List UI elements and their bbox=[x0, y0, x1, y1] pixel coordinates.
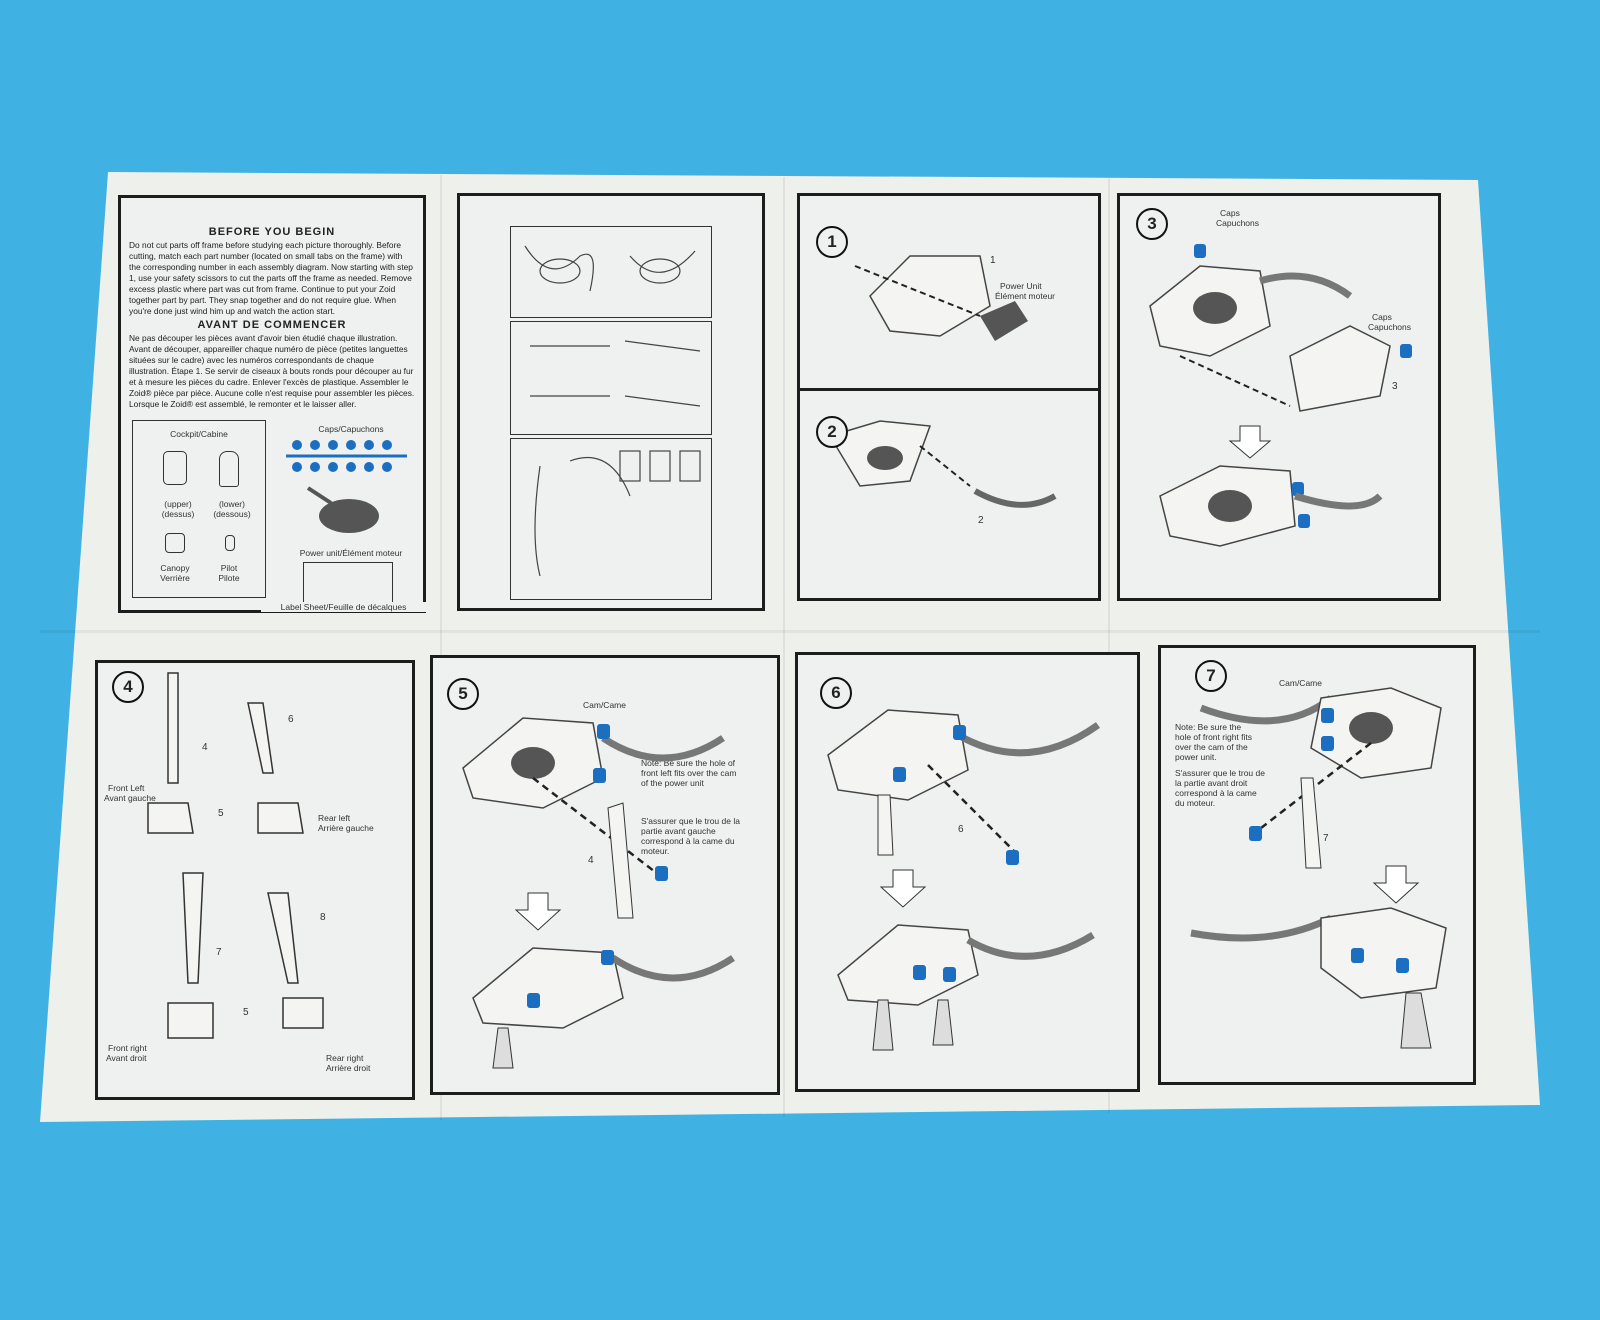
caps-sprue-illustration bbox=[286, 440, 407, 533]
step-6-illustration bbox=[827, 709, 1101, 1051]
front-left-label: Front Left bbox=[108, 783, 145, 793]
panel-divider bbox=[800, 388, 1098, 391]
power-unit-label-fr: Élément moteur bbox=[995, 291, 1055, 301]
intro-body-en: Do not cut parts off frame before studyi… bbox=[129, 240, 413, 316]
front-right-label: Front right bbox=[108, 1043, 147, 1053]
step-4-panel: 4 4 6 5 7 8 5 Front Left Avant gauche Re… bbox=[95, 660, 415, 1100]
parts-frame-panel bbox=[457, 193, 765, 611]
step-6-number: 6 bbox=[820, 677, 852, 709]
intro-body-fr: Ne pas découper les pièces avant d'avoir… bbox=[129, 333, 415, 409]
step-7-number: 7 bbox=[1195, 660, 1227, 692]
step-3-illustration bbox=[1149, 244, 1412, 547]
caps-label-2: Caps bbox=[1372, 312, 1392, 322]
cockpit-lower-part bbox=[219, 451, 239, 487]
step-7-illustration bbox=[1190, 687, 1447, 1049]
part-number-5: 5 bbox=[218, 808, 224, 819]
step-5-part-number: 4 bbox=[588, 855, 594, 866]
step-4-number: 4 bbox=[112, 671, 144, 703]
step-5-note-fr: S'assurer que le trou de la partie avant… bbox=[641, 816, 740, 856]
parts-frame-3 bbox=[510, 438, 712, 600]
power-unit-label: Power unit/Élément moteur bbox=[299, 548, 403, 558]
cockpit-upper-part bbox=[163, 451, 187, 485]
step-7-note-fr: S'assurer que le trou de la partie avant… bbox=[1175, 768, 1265, 808]
fold-line bbox=[1108, 178, 1110, 1113]
label-sheet-label: Label Sheet/Feuille de décalques bbox=[261, 602, 426, 612]
step-1-part-number: 1 bbox=[990, 255, 996, 266]
parts-frame-1 bbox=[510, 226, 712, 318]
rear-right-label-fr: Arrière droit bbox=[326, 1063, 371, 1073]
part-number-6: 6 bbox=[288, 714, 294, 725]
step-7-part-number: 7 bbox=[1323, 833, 1329, 844]
cam-label: Cam/Came bbox=[1279, 678, 1322, 688]
step-5-number: 5 bbox=[447, 678, 479, 710]
step-6-panel: 6 6 bbox=[795, 652, 1140, 1092]
step-4-illustration bbox=[147, 672, 324, 1039]
step-7-note: Note: Be sure the hole of front right fi… bbox=[1175, 722, 1253, 762]
pilot-part bbox=[225, 535, 235, 551]
step-3-panel: 3 Caps Capuchons Caps Capuchons 3 bbox=[1117, 193, 1441, 601]
steps-1-2-panel: 1 1 Power Unit Élément moteur 2 2 bbox=[797, 193, 1101, 601]
step-5-illustration bbox=[462, 717, 735, 1069]
lower-label: (lower) (dessous) bbox=[213, 499, 251, 519]
step-2-part-number: 2 bbox=[978, 515, 984, 526]
intro-panel: BEFORE YOU BEGIN Do not cut parts off fr… bbox=[118, 195, 426, 613]
step-5-panel: 5 Cam/Came Note: Be sure the hole of fro… bbox=[430, 655, 780, 1095]
step-2-number: 2 bbox=[816, 416, 848, 448]
canopy-label: Canopy Verrière bbox=[160, 563, 190, 583]
fold-line bbox=[783, 177, 785, 1117]
step-6-part-number: 6 bbox=[958, 824, 964, 835]
intro-title-fr: AVANT DE COMMENCER bbox=[197, 319, 347, 331]
label-sheet-box bbox=[303, 562, 393, 604]
caps-label: Caps/Capuchons bbox=[318, 424, 384, 434]
power-unit-illustration bbox=[306, 486, 379, 533]
rear-right-label: Rear right bbox=[326, 1053, 364, 1063]
caps-label: Caps bbox=[1220, 208, 1240, 218]
part-number-5b: 5 bbox=[243, 1007, 249, 1018]
parts-frame-2 bbox=[510, 321, 712, 435]
step-1-number: 1 bbox=[816, 226, 848, 258]
step-3-number: 3 bbox=[1136, 208, 1168, 240]
cockpit-box: Cockpit/Cabine (upper) (dessus) (lower) … bbox=[132, 420, 266, 598]
front-left-label-fr: Avant gauche bbox=[104, 793, 156, 803]
step-3-part-number: 3 bbox=[1392, 381, 1398, 392]
power-unit-label: Power Unit bbox=[1000, 281, 1042, 291]
front-right-label-fr: Avant droit bbox=[106, 1053, 147, 1063]
part-number-7: 7 bbox=[216, 947, 222, 958]
rear-left-label-fr: Arrière gauche bbox=[318, 823, 374, 833]
fold-line bbox=[440, 175, 442, 1120]
pilot-label: Pilot Pilote bbox=[218, 563, 240, 583]
rear-left-label: Rear left bbox=[318, 813, 351, 823]
fold-line bbox=[40, 630, 1540, 633]
parts-frame-drawings bbox=[524, 245, 701, 577]
cockpit-label: Cockpit/Cabine bbox=[170, 429, 228, 439]
step-7-panel: 7 Cam/Came Note: Be sure the hole of fro… bbox=[1158, 645, 1476, 1085]
caps-label-fr: Capuchons bbox=[1216, 218, 1260, 228]
step-1-illustration bbox=[828, 255, 1057, 508]
part-number-8: 8 bbox=[320, 912, 326, 923]
cam-label: Cam/Came bbox=[583, 700, 626, 710]
part-number-4: 4 bbox=[202, 742, 208, 753]
upper-label: (upper) (dessus) bbox=[161, 499, 195, 519]
intro-title-en: BEFORE YOU BEGIN bbox=[208, 226, 336, 238]
step-5-note: Note: Be sure the hole of front left fit… bbox=[641, 758, 737, 788]
canopy-part bbox=[165, 533, 185, 553]
caps-label-2-fr: Capuchons bbox=[1368, 322, 1412, 332]
